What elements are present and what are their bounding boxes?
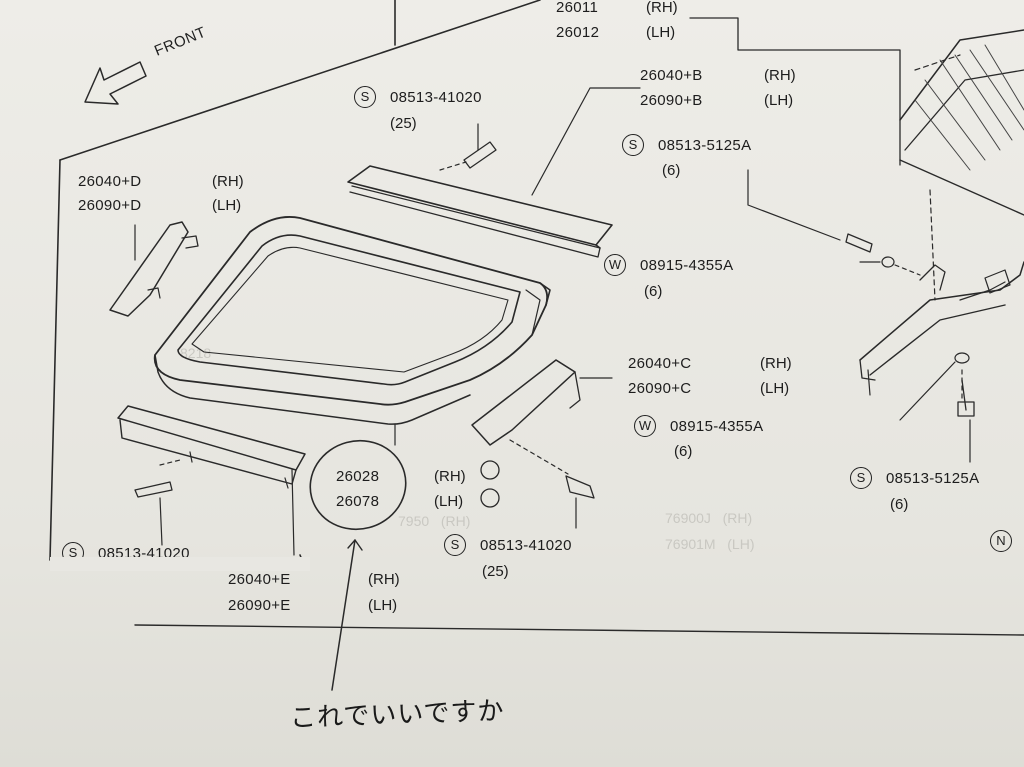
washer-upper-qty: (6) (644, 283, 663, 300)
n-mark: N (990, 530, 1012, 552)
part-26028-code: 26028 (336, 468, 380, 485)
part-26011-code: 26011 (556, 0, 599, 16)
part-26040b-code: 26040+B (640, 67, 703, 84)
washer-lower-qty: (6) (674, 443, 693, 460)
part-26040c-code: 26040+C (628, 355, 692, 372)
part-26011-side: (RH) (646, 0, 678, 16)
part-26090e-side: (LH) (368, 597, 398, 614)
screw-mark-right-top: S (622, 134, 644, 156)
ghost-text: 8218 (180, 345, 212, 361)
screw-mark-bottom-right: S (850, 467, 872, 489)
handwritten-note: これでいいですか (289, 696, 505, 734)
washer-mark-lower: W (634, 415, 656, 437)
page-edge-mask (50, 557, 310, 571)
screw-right-top-code: 08513-5125A (658, 137, 752, 154)
screw-bottom-mid-code: 08513-41020 (480, 537, 572, 554)
screw-bottom-right-qty: (6) (890, 496, 909, 513)
part-26040d-code: 26040+D (78, 173, 142, 190)
screw-mark-bottom-mid: S (444, 534, 466, 556)
part-26078-side: (LH) (434, 493, 464, 510)
part-26040e-side: (RH) (368, 571, 400, 588)
part-26090b-code: 26090+B (640, 92, 703, 109)
washer-upper-code: 08915-4355A (640, 257, 734, 274)
part-26012-side: (LH) (646, 24, 676, 41)
part-26090c-side: (LH) (760, 380, 790, 397)
part-26090c-code: 26090+C (628, 380, 692, 397)
ghost-text: 7950 (RH) (398, 513, 471, 529)
screw-top-qty: (25) (390, 115, 417, 132)
part-26028-side: (RH) (434, 468, 466, 485)
part-26040e-code: 26040+E (228, 571, 291, 588)
part-26090d-side: (LH) (212, 197, 242, 214)
screw-bottom-mid-qty: (25) (482, 563, 509, 580)
screw-top-code: 08513-41020 (390, 89, 482, 106)
part-26040c-side: (RH) (760, 355, 792, 372)
washer-mark-upper: W (604, 254, 626, 276)
part-26090b-side: (LH) (764, 92, 794, 109)
ghost-text: 76901M (LH) (665, 536, 755, 552)
part-26090e-code: 26090+E (228, 597, 291, 614)
washer-lower-code: 08915-4355A (670, 418, 764, 435)
part-26040d-side: (RH) (212, 173, 244, 190)
ghost-text: 76900J (RH) (665, 510, 753, 526)
part-26090d-code: 26090+D (78, 197, 142, 214)
part-26012-code: 26012 (556, 24, 600, 41)
screw-mark-top: S (354, 86, 376, 108)
part-26040b-side: (RH) (764, 67, 796, 84)
screw-bottom-right-code: 08513-5125A (886, 470, 980, 487)
part-26078-code: 26078 (336, 493, 380, 510)
screw-right-top-qty: (6) (662, 162, 681, 179)
